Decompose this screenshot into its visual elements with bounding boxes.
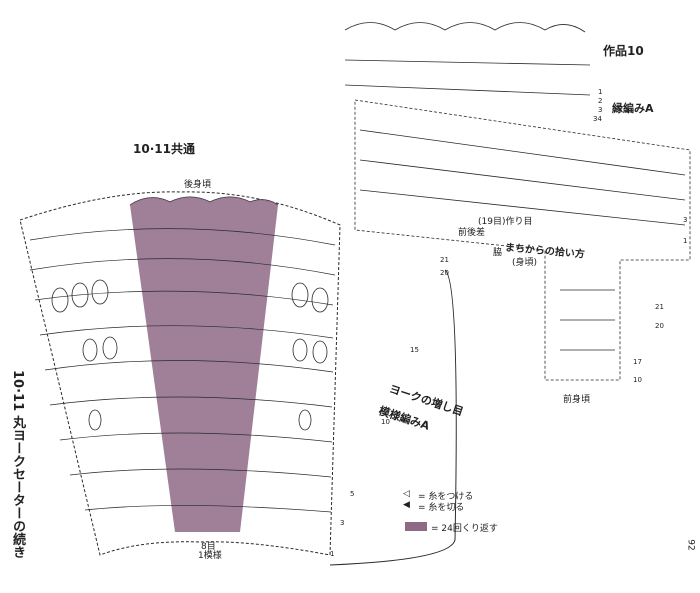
yoke-bracket — [329, 269, 457, 566]
row-number: 21 — [655, 303, 664, 311]
legend-symbol-cut: ◀ — [403, 500, 410, 510]
legend-text-repeat: = 24回くり返す — [431, 524, 498, 534]
row-number: 1 — [598, 88, 603, 96]
legend-text-cut: = 糸を切る — [418, 503, 465, 513]
row-number: 20 — [655, 322, 664, 330]
row-number: 1 — [683, 237, 688, 245]
page-number: 92 — [685, 539, 696, 551]
edging-chart — [344, 22, 691, 381]
body-note: (身頃) — [512, 258, 538, 268]
row-number: 2 — [598, 97, 603, 105]
stitch-count: 8目 — [201, 542, 216, 552]
row-number: 10 — [633, 376, 642, 384]
row-number: 21 — [440, 256, 449, 264]
row-number: 34 — [593, 115, 602, 123]
legend-swatch — [405, 522, 427, 531]
row-number: 10 — [381, 418, 390, 426]
row-number: 20 — [440, 269, 449, 277]
make-stitches-label: (19目)作り目 — [478, 217, 533, 227]
legend-text-attach: = 糸をつける — [418, 492, 474, 502]
edging-scallops — [344, 22, 586, 33]
repeat-unit: 1模様 — [198, 551, 222, 561]
edging-label: 縁編みA — [612, 102, 654, 115]
yoke-stitch-rows — [29, 228, 336, 513]
fan-motifs — [51, 279, 329, 431]
row-number: 5 — [350, 490, 355, 498]
side-note: 10·11 丸ヨークセーターの続き — [10, 370, 25, 559]
work-title: 作品10 — [603, 44, 644, 58]
row-number: 1 — [330, 550, 335, 558]
legend-symbol-attach: ◁ — [403, 489, 410, 499]
row-number: 3 — [683, 216, 688, 224]
row-number: 3 — [340, 519, 345, 527]
repeat-shade — [130, 197, 278, 532]
front-neck-label: 前身頃 — [563, 395, 591, 405]
row-number: 15 — [410, 346, 419, 354]
common-title: 10·11共通 — [133, 142, 195, 156]
pickup-section-outline — [354, 99, 691, 381]
front-back-label: 前後差 — [458, 228, 486, 238]
row-number: 3 — [598, 106, 603, 114]
row-number: 17 — [633, 358, 642, 366]
side-label: 脇 — [493, 248, 503, 258]
yoke-outline — [19, 191, 341, 556]
back-neck-label: 後身頃 — [184, 180, 212, 190]
